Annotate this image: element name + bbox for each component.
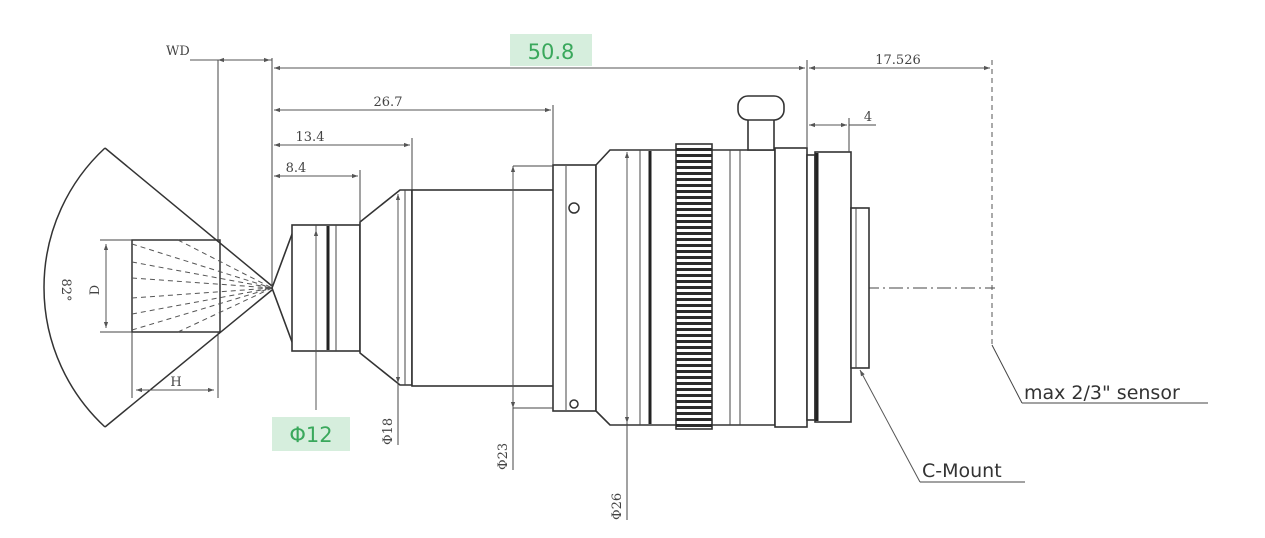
sensor-callout: max 2/3" sensor [1024,382,1180,404]
horizontal-dimensions [190,57,990,179]
diameter-dimensions [313,152,630,520]
diameter-23-label: Φ23 [496,443,511,470]
extension-lines [271,58,993,345]
d-label: D [88,285,103,295]
front-diameter-highlight [272,417,350,451]
diameter-26-label: Φ26 [610,493,625,520]
leaders [859,344,1208,483]
diameter-18-label: Φ18 [381,418,396,445]
length-13-4-label: 13.4 [296,130,325,145]
wd-label: WD [166,44,190,59]
h-label: H [170,375,181,390]
total-length-highlight [510,34,592,66]
lens-body [271,95,870,430]
front-diameter-label: Φ12 [289,423,332,447]
flange-distance-label: 17.526 [875,53,921,68]
total-length-label: 50.8 [528,40,575,64]
length-8-4-label: 8.4 [286,161,307,176]
c-mount-callout: C-Mount [922,460,1002,482]
field-of-view [43,60,273,428]
fov-angle-label: 82° [58,278,73,301]
length-26-7-label: 26.7 [374,95,403,110]
focus-ring-knurl [676,148,712,427]
mount-depth-label: 4 [864,110,872,125]
